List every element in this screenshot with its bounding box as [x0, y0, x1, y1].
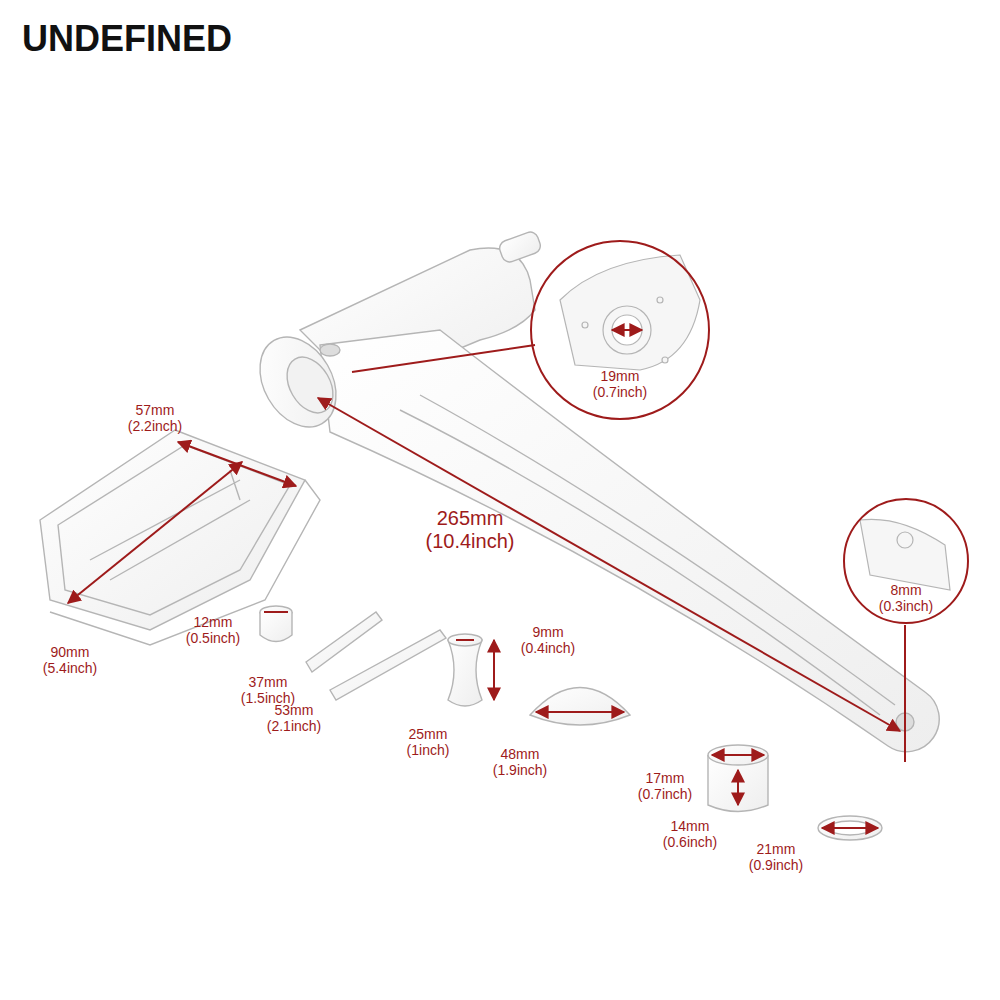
dimension-label: 25mm (1inch) — [407, 726, 450, 758]
dimension-label: 37mm (1.5inch) — [241, 674, 295, 706]
dimension-label: 48mm (1.9inch) — [493, 746, 547, 778]
dimension-label: 8mm (0.3inch) — [879, 582, 933, 614]
zoom-circle: 19mm (0.7inch) — [530, 240, 710, 420]
dimension-label: 14mm (0.6inch) — [663, 818, 717, 850]
dimension-label: 265mm (10.4inch) — [426, 507, 515, 553]
dimension-label: 57mm (2.2inch) — [128, 402, 182, 434]
hardware — [260, 606, 882, 840]
dimension-label: 12mm (0.5inch) — [186, 614, 240, 646]
pedal-arm — [245, 230, 940, 752]
dimension-label: 53mm (2.1inch) — [267, 702, 321, 734]
dimension-label: 19mm (0.7inch) — [593, 368, 647, 400]
foot-peg — [40, 430, 320, 645]
zoom-detail — [560, 255, 950, 590]
dimension-label: 21mm (0.9inch) — [749, 841, 803, 873]
dimension-label: 90mm (5.4inch) — [43, 644, 97, 676]
dimension-label: 17mm (0.7inch) — [638, 770, 692, 802]
dimension-label: 9mm (0.4inch) — [521, 624, 575, 656]
zoom-circle: 8mm (0.3inch) — [843, 498, 969, 624]
dimension-lines — [68, 330, 905, 828]
brand-title: UNDEFINED — [22, 18, 232, 60]
